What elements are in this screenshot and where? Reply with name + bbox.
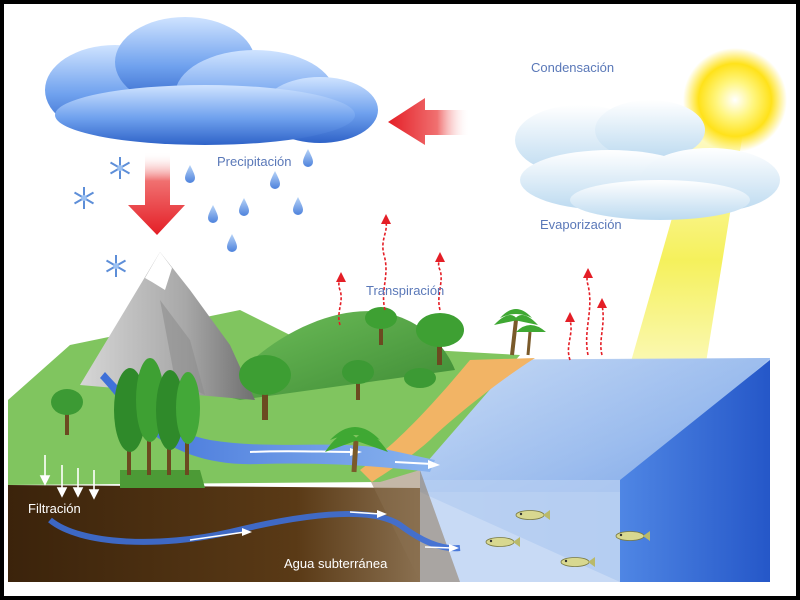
soil-layer bbox=[8, 470, 460, 582]
vapor-arrowheads bbox=[336, 214, 607, 322]
groundwater-arrowhead bbox=[377, 510, 387, 518]
river-flow-arrowhead bbox=[428, 460, 440, 469]
filtration-arrows bbox=[39, 455, 100, 500]
label-precipitation: Precipitación bbox=[217, 154, 291, 169]
sun-icon bbox=[683, 48, 787, 152]
river-flow-arrow bbox=[249, 450, 356, 453]
label-transpiration: Transpiración bbox=[366, 283, 444, 298]
groundwater-arrow bbox=[349, 511, 381, 515]
condensation-cloud bbox=[515, 100, 780, 220]
rain-cloud bbox=[45, 17, 378, 145]
precipitation-arrow-icon bbox=[128, 152, 185, 235]
river bbox=[100, 372, 435, 472]
sea-block bbox=[420, 358, 770, 582]
river-flow-arrow bbox=[394, 461, 433, 465]
groundwater-arrow bbox=[189, 531, 246, 541]
label-condensation: Condensación bbox=[531, 60, 614, 75]
groundwater-arrow bbox=[424, 546, 453, 549]
groundwater-flow bbox=[48, 511, 461, 552]
groundwater-arrowhead bbox=[242, 528, 252, 536]
condensation-arrow-icon bbox=[388, 98, 470, 145]
label-groundwater: Agua subterránea bbox=[284, 556, 388, 571]
label-filtration: Filtración bbox=[28, 501, 81, 516]
groundwater-arrowhead bbox=[449, 544, 459, 552]
label-evaporation: Evaporización bbox=[540, 217, 622, 232]
forest bbox=[51, 307, 546, 475]
